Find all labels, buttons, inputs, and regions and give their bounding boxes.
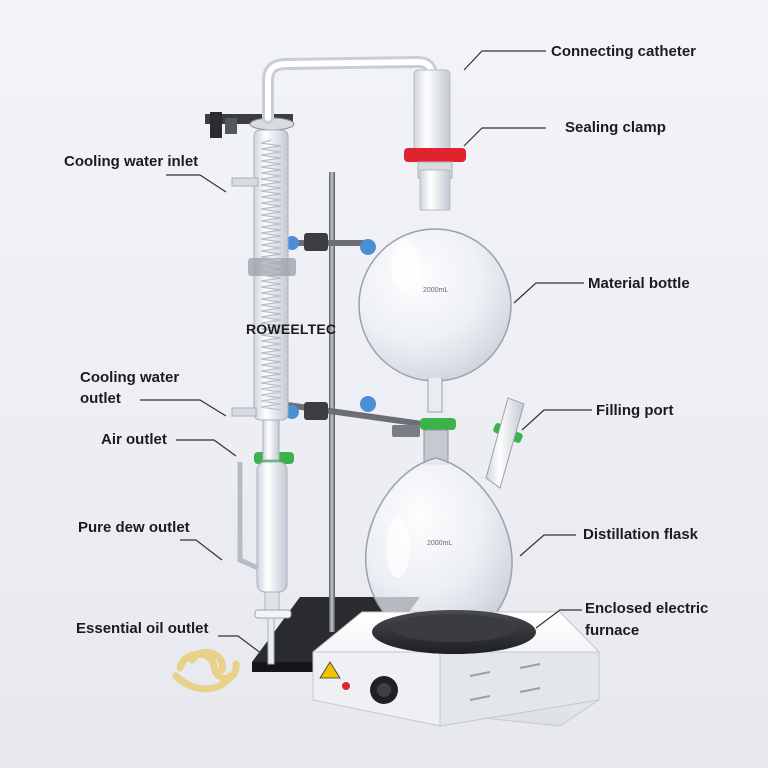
leader-cooling-water-inlet — [166, 174, 227, 193]
label-connecting-catheter: Connecting catheter — [551, 43, 697, 60]
label-filling-port: Filling port — [596, 402, 674, 419]
leader-filling-port — [521, 409, 592, 431]
label-essential-oil-outlet: Essential oil outlet — [76, 620, 209, 637]
label-air-outlet: Air outlet — [101, 431, 167, 448]
lower-clamp-arm — [284, 396, 425, 437]
leader-air-outlet — [176, 439, 237, 457]
stand-rod — [329, 172, 335, 632]
leader-material-bottle — [513, 282, 584, 304]
label-material-bottle: Material bottle — [588, 275, 690, 292]
oil-separator — [237, 419, 292, 665]
label-enclosed-furnace-line2: furnace — [585, 622, 640, 639]
condenser-coil — [260, 139, 282, 411]
leader-distillation-flask — [519, 534, 576, 557]
label-distillation-flask: Distillation flask — [583, 526, 699, 543]
leader-essential-oil-outlet — [218, 635, 263, 655]
label-sealing-clamp: Sealing clamp — [565, 119, 666, 136]
label-cooling-water-outlet-line2: outlet — [80, 390, 121, 407]
brand-watermark: ROWEELTEC — [246, 321, 337, 337]
leader-sealing-clamp — [463, 127, 546, 147]
label-enclosed-furnace-line1: Enclosed electric — [585, 600, 709, 617]
distillation-flask-illustration: 2000mL — [364, 397, 525, 641]
leader-enclosed-furnace — [535, 609, 582, 629]
connecting-catheter-tube — [262, 55, 438, 158]
material-bottle-volume: 2000mL — [423, 287, 448, 294]
label-pure-dew-outlet: Pure dew outlet — [78, 519, 190, 536]
leader-lines — [140, 50, 592, 655]
distillation-flask-volume: 2000mL — [427, 540, 452, 547]
material-bottle-illustration: 2000mL — [358, 169, 512, 413]
label-cooling-water-inlet: Cooling water inlet — [64, 153, 199, 170]
leader-connecting-catheter — [463, 50, 546, 71]
electric-furnace-illustration — [312, 610, 600, 727]
leader-cooling-water-outlet — [140, 399, 227, 417]
label-cooling-water-outlet-line1: Cooling water — [80, 369, 180, 386]
green-clamps — [254, 418, 523, 464]
silicone-hose — [172, 648, 240, 693]
leader-pure-dew-outlet — [180, 539, 223, 561]
